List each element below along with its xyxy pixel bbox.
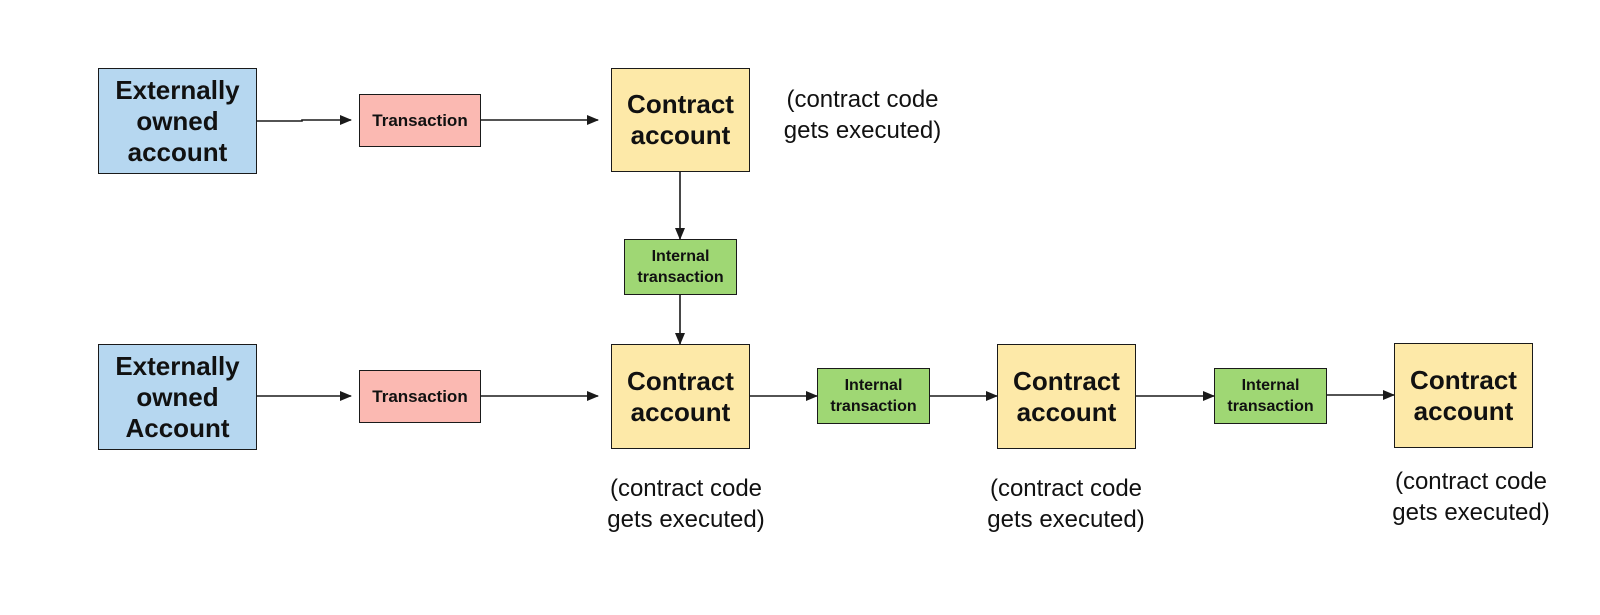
note-contract-code-top: (contract code gets executed) — [783, 86, 942, 144]
transaction-bottom: Transaction — [359, 370, 481, 423]
contract-account-top: Contract account — [611, 68, 750, 172]
internal-transaction-bottom-2: Internal transaction — [1214, 368, 1327, 424]
contract-account-bottom-1: Contract account — [611, 344, 750, 449]
transaction-top: Transaction — [359, 94, 481, 147]
note-contract-code-bottom-3: (contract code gets executed) — [1392, 468, 1550, 526]
externally-owned-account-bottom: Externally owned Account — [98, 344, 257, 450]
note-contract-code-bottom-2: (contract code gets executed) — [987, 475, 1145, 533]
edge-eoa-top-to-transaction — [251, 115, 352, 125]
externally-owned-account-top: Externally owned account — [98, 68, 257, 174]
internal-transaction-vertical: Internal transaction — [624, 239, 737, 295]
contract-account-bottom-3: Contract account — [1394, 343, 1533, 448]
note-contract-code-bottom-1: (contract code gets executed) — [607, 475, 765, 533]
contract-account-bottom-2: Contract account — [997, 344, 1136, 449]
internal-transaction-bottom-1: Internal transaction — [817, 368, 930, 424]
